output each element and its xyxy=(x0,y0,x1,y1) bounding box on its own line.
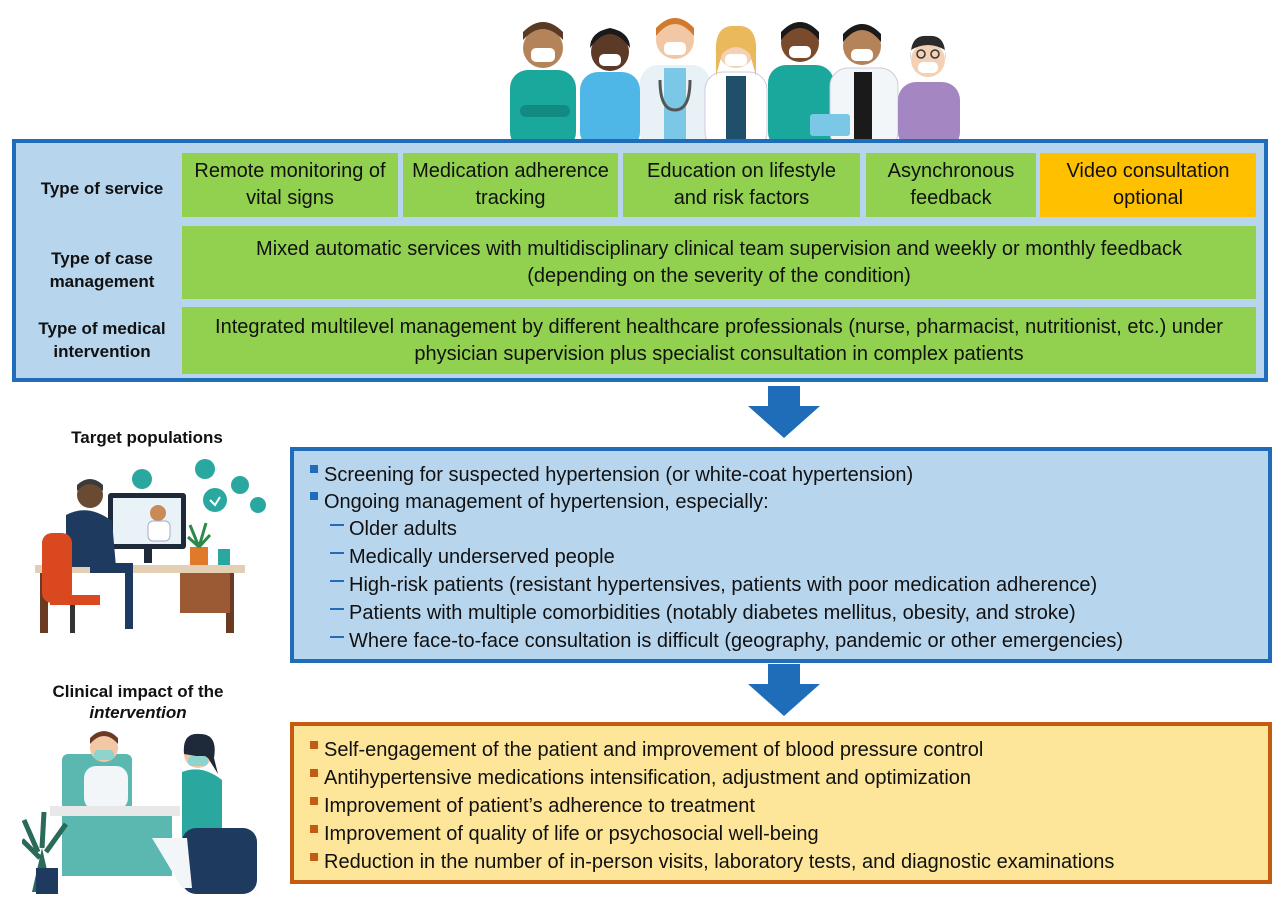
impact-bullet-adherence: Improvement of patient’s adherence to tr… xyxy=(324,795,755,817)
clinical-impact-title-plain: Clinical impact of the xyxy=(52,682,224,701)
dash-bullet-icon xyxy=(330,636,344,638)
bullet-square-icon xyxy=(310,769,318,777)
impact-bullet-medications: Antihypertensive medications intensifica… xyxy=(324,767,972,789)
service-asynchronous-feedback: Asynchronous feedback xyxy=(866,153,1036,217)
dash-bullet-icon xyxy=(330,608,344,610)
service-medication-adherence: Medication adherence tracking xyxy=(403,153,618,217)
dash-bullet-icon xyxy=(330,552,344,554)
dash-bullet-icon xyxy=(330,580,344,582)
bullet-square-icon xyxy=(310,853,318,861)
impact-bullet-self-engagement: Self-engagement of the patient and impro… xyxy=(324,739,984,761)
service-education-lifestyle: Education on lifestyle and risk factors xyxy=(623,153,860,217)
clinical-impact-box: Self-engagement of the patient and impro… xyxy=(290,722,1272,884)
medical-intervention-description: Integrated multilevel management by diff… xyxy=(182,307,1256,374)
bullet-square-icon xyxy=(310,741,318,749)
target-sub-comorbidities: Patients with multiple comorbidities (no… xyxy=(349,602,1076,624)
healthcare-team-illustration xyxy=(510,18,960,150)
target-sub-face-to-face: Where face-to-face consultation is diffi… xyxy=(349,630,1124,652)
bullet-square-icon xyxy=(310,825,318,833)
target-populations-title: Target populations xyxy=(71,428,223,447)
case-management-description: Mixed automatic services with multidisci… xyxy=(182,226,1256,299)
bullet-square-icon xyxy=(310,797,318,805)
down-arrow-icon xyxy=(748,386,820,438)
impact-bullet-quality-of-life: Improvement of quality of life or psycho… xyxy=(324,823,819,845)
bullet-square-icon xyxy=(310,465,318,473)
target-bullet-ongoing: Ongoing management of hypertension, espe… xyxy=(324,491,769,513)
dash-bullet-icon xyxy=(330,524,344,526)
row-label-medical-intervention: Type of medical intervention xyxy=(38,319,166,361)
service-remote-monitoring: Remote monitoring of vital signs xyxy=(182,153,398,217)
row-label-case-management: Type of case management xyxy=(49,249,155,291)
target-bullet-screening: Screening for suspected hypertension (or… xyxy=(324,464,914,486)
clinical-impact-title-italic: intervention xyxy=(89,703,187,722)
bullet-square-icon xyxy=(310,492,318,500)
down-arrow-icon xyxy=(748,664,820,716)
service-panel: Type of service Remote monitoring of vit… xyxy=(12,139,1268,382)
row-label-service: Type of service xyxy=(40,179,164,198)
service-video-consultation: Video consultation optional xyxy=(1040,153,1256,217)
telemedicine-illustration xyxy=(35,459,266,633)
target-populations-box: Screening for suspected hypertension (or… xyxy=(290,447,1272,663)
target-sub-older-adults: Older adults xyxy=(349,518,457,540)
target-sub-high-risk: High-risk patients (resistant hypertensi… xyxy=(349,574,1098,596)
target-sub-underserved: Medically underserved people xyxy=(349,546,615,568)
consultation-illustration xyxy=(22,731,257,894)
clinical-impact-title: Clinical impact of the intervention xyxy=(28,681,248,723)
impact-bullet-reduction-visits: Reduction in the number of in-person vis… xyxy=(324,851,1115,873)
